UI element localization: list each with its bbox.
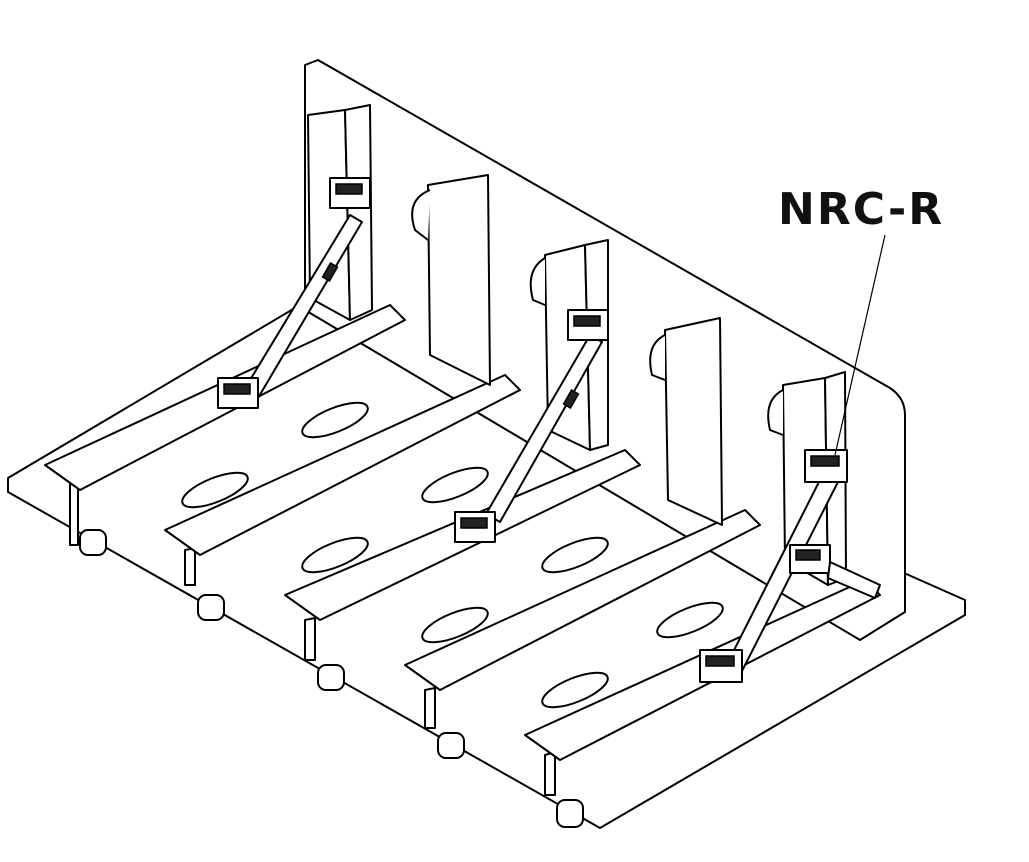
lashing-fittings <box>217 177 881 683</box>
support-legs <box>79 529 584 828</box>
lashing-rods <box>243 214 841 676</box>
bottom-girders <box>69 477 556 796</box>
callout-leader-line <box>834 234 886 456</box>
lightening-holes <box>181 401 724 709</box>
callout-label: NRC-R <box>778 184 945 235</box>
